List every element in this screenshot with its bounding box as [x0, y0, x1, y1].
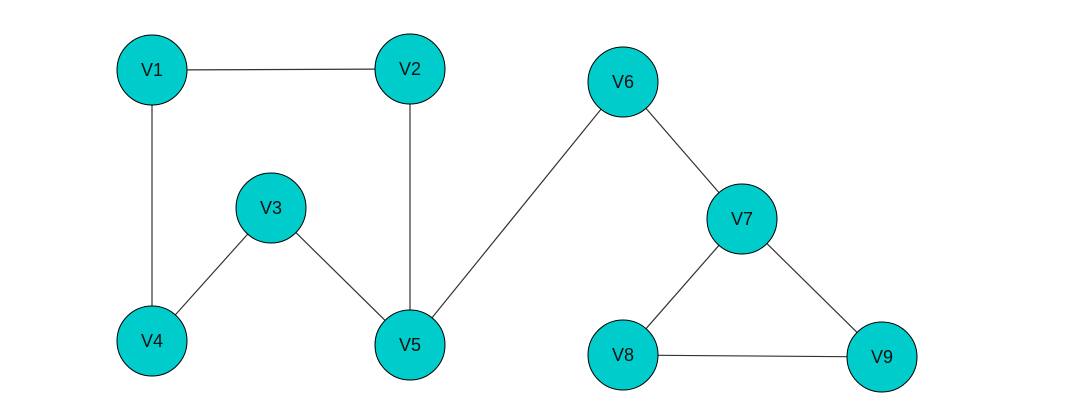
node-label: V2	[399, 59, 421, 79]
edges-layer	[151, 68, 858, 358]
node-v9: V9	[846, 321, 918, 393]
node-circle	[374, 33, 446, 105]
node-circle	[846, 321, 918, 393]
node-circle	[587, 46, 659, 118]
node-label: V5	[399, 335, 421, 355]
node-v7: V7	[706, 183, 778, 255]
edge-v6-v7	[645, 108, 720, 193]
node-circle	[235, 172, 307, 244]
node-v8: V8	[587, 319, 659, 391]
edge-v7-v9	[766, 243, 858, 333]
node-v3: V3	[235, 172, 307, 244]
node-circle	[116, 305, 188, 377]
edge-v3-v4	[174, 233, 249, 316]
node-label: V4	[141, 331, 163, 351]
node-label: V3	[260, 198, 282, 218]
node-v4: V4	[116, 305, 188, 377]
node-label: V8	[612, 345, 634, 365]
node-v2: V2	[374, 33, 446, 105]
node-v1: V1	[116, 34, 188, 106]
node-v5: V5	[374, 309, 446, 381]
node-circle	[374, 309, 446, 381]
edge-v3-v5	[295, 232, 386, 321]
edge-v8-v9	[657, 354, 848, 358]
edge-v5-v6	[431, 108, 602, 319]
node-circle	[706, 183, 778, 255]
node-circle	[587, 319, 659, 391]
edge-v1-v2	[186, 68, 376, 71]
edge-v7-v8	[645, 244, 720, 330]
node-v6: V6	[587, 46, 659, 118]
node-label: V6	[612, 72, 634, 92]
node-label: V7	[731, 209, 753, 229]
node-label: V9	[871, 347, 893, 367]
node-circle	[116, 34, 188, 106]
node-label: V1	[141, 60, 163, 80]
